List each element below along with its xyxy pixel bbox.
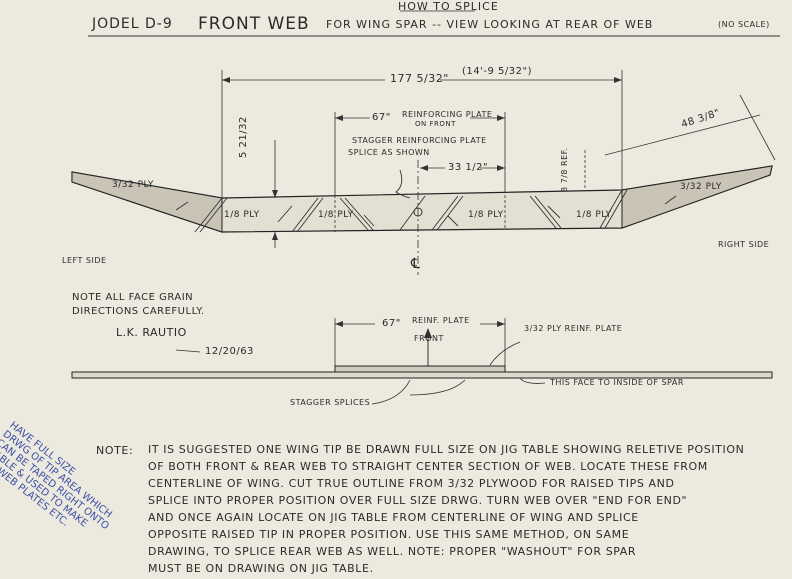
overall-dimension: 177 5/32" bbox=[390, 72, 449, 85]
author: L.K. Rautio bbox=[116, 326, 187, 339]
lower-plate-dimension: 67" bbox=[382, 318, 401, 329]
tip-dim-line bbox=[604, 114, 761, 156]
main-note-line: Must Be on Drawing on Jig Table. bbox=[148, 562, 374, 575]
main-note-line: It is suggested One wing tip be drawn Fu… bbox=[148, 443, 745, 456]
left-tip-panel bbox=[71, 171, 223, 233]
stagger-splices-leader bbox=[371, 379, 466, 405]
height-arrow-bottom bbox=[272, 232, 278, 240]
main-note-line: Opposite Raised Tip in Proper Position. … bbox=[148, 528, 630, 541]
stagger-leader bbox=[395, 169, 411, 199]
centerline-marker bbox=[413, 207, 423, 217]
ply-right-center: 1/8 Ply bbox=[576, 210, 612, 220]
ply-right-tip: 3/32 Ply bbox=[680, 182, 722, 192]
overall-arrow-left bbox=[222, 77, 230, 83]
ply-plate-label: 3/32 Ply Reinf. Plate bbox=[524, 324, 623, 333]
ply-left-inner: 1/8 Ply bbox=[318, 210, 354, 220]
main-note-label: Note: bbox=[96, 444, 134, 457]
overall-dimension-ft: (14'-9 5/32") bbox=[462, 66, 532, 77]
ply-left-center: 1/8 Ply bbox=[224, 210, 260, 220]
lower-plate-label: Reinf. Plate bbox=[412, 316, 470, 325]
grain-note-1: Note All Face Grain bbox=[72, 292, 194, 303]
grain-note-2: Directions Carefully. bbox=[72, 306, 205, 317]
header-title-right: For Wing Spar -- View Looking At Rear of… bbox=[326, 18, 654, 31]
plate-dimension: 67" bbox=[372, 112, 391, 123]
plate-arrow-left bbox=[335, 115, 343, 121]
tip-extension bbox=[739, 94, 776, 161]
ply-left-tip: 3/32 Ply bbox=[112, 180, 154, 190]
lower-arrow-right bbox=[497, 321, 505, 327]
main-note-line: Splice into Proper Position Over Full Si… bbox=[148, 494, 688, 507]
ply-leader bbox=[489, 341, 521, 366]
right-side-label: Right Side bbox=[718, 240, 770, 249]
header-title-left: Jodel D-9 bbox=[92, 16, 173, 32]
half-arrow-right bbox=[497, 165, 505, 171]
stagger-splices-label: Stagger Splices bbox=[290, 398, 371, 407]
splice-lines bbox=[194, 189, 628, 233]
inside-face-leader bbox=[519, 377, 546, 384]
lower-arrow-left bbox=[335, 321, 343, 327]
main-note-line: of Both Front & Rear Web to Straight Cen… bbox=[148, 460, 708, 473]
plate-arrow-right bbox=[497, 115, 505, 121]
left-side-label: Left Side bbox=[62, 256, 107, 265]
ply-right-inner: 1/8 Ply bbox=[468, 210, 504, 220]
main-note-line: Centerline of Wing. Cut True Outline Fro… bbox=[148, 477, 675, 490]
height-arrow-top bbox=[272, 190, 278, 198]
stagger-note-1: Stagger Reinforcing Plate bbox=[352, 136, 487, 145]
date: 12/20/63 bbox=[205, 346, 254, 357]
main-note-line: and once again Locate on Jig Table From … bbox=[148, 511, 639, 524]
centerline-symbol: ℄ bbox=[411, 256, 420, 272]
front-arrow-head bbox=[424, 328, 432, 338]
signature-flourish bbox=[175, 349, 201, 353]
main-note-line: Drawing, To Splice Rear Web As Well. Not… bbox=[148, 545, 637, 558]
lower-plate bbox=[334, 365, 506, 373]
header-top-line: How to Splice bbox=[398, 0, 499, 13]
plate-label: Reinforcing Plate bbox=[402, 110, 493, 119]
right-tip-panel bbox=[621, 165, 773, 229]
height-right-dimension: 8 7/8 Ref. bbox=[560, 147, 569, 192]
half-center-dimension: 33 1/2" bbox=[448, 162, 489, 173]
half-arrow-left bbox=[420, 165, 428, 171]
stagger-note-2: Splice as Shown bbox=[348, 148, 430, 157]
grain-arrows bbox=[175, 195, 677, 227]
inside-face-label: This Face to Inside of Spar bbox=[550, 378, 684, 387]
front-label: Front bbox=[414, 334, 444, 343]
header-scale-note: (No Scale) bbox=[718, 20, 770, 29]
height-left-dimension: 5 21/32 bbox=[238, 116, 249, 158]
header-title-main: Front Web bbox=[198, 14, 310, 34]
plate-sub-label: On Front bbox=[415, 120, 456, 128]
overall-arrow-right bbox=[614, 77, 622, 83]
main-note-body: It is suggested One wing tip be drawn Fu… bbox=[148, 441, 788, 577]
